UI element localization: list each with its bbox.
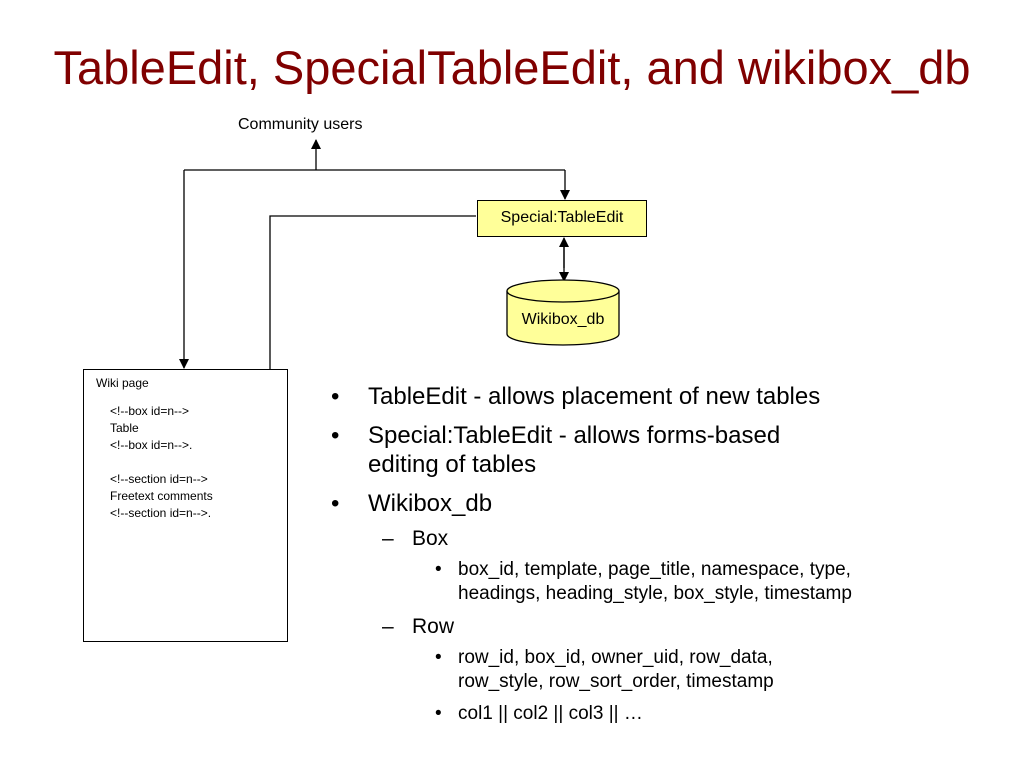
wiki-line: Freetext comments [110, 489, 213, 503]
wiki-line: <!--section id=n--> [110, 472, 208, 486]
sub-bullet-box: Box [412, 527, 449, 550]
bullet-wikibox-db: Wikibox_db [368, 490, 493, 517]
wiki-line: <!--section id=n-->. [110, 506, 212, 520]
small-bullet-marker: • [435, 559, 442, 580]
sub-bullet-row: Row [412, 615, 455, 638]
special-tableedit-box: Special:TableEdit [477, 200, 647, 237]
wiki-page-title: Wiki page [96, 376, 149, 390]
wiki-line: <!--box id=n-->. [110, 438, 193, 452]
box-fields-line-1: box_id, template, page_title, namespace,… [458, 559, 851, 580]
row-cols-line: col1 || col2 || col3 || … [458, 703, 643, 724]
wiki-page-box: Wiki page <!--box id=n--> Table <!--box … [83, 369, 288, 642]
database-cylinder-icon [506, 279, 620, 346]
row-fields-line-1: row_id, box_id, owner_uid, row_data, [458, 647, 773, 668]
special-to-table-connector [269, 215, 476, 426]
bullet-marker: • [331, 422, 340, 449]
small-bullet-marker: • [435, 647, 442, 668]
bullet-tableedit: TableEdit - allows placement of new tabl… [368, 383, 821, 410]
box-fields-line-2: headings, heading_style, box_style, time… [458, 583, 852, 604]
bullet-special-tableedit-2: editing of tables [368, 451, 537, 478]
wiki-line: Table [110, 421, 139, 435]
wiki-line [110, 454, 213, 471]
bullet-special-tableedit-1: Special:TableEdit - allows forms-based [368, 422, 781, 449]
bullet-marker: • [331, 383, 340, 410]
small-bullet-marker: • [435, 703, 442, 724]
dash-marker: – [382, 615, 394, 638]
wiki-line: <!--box id=n--> [110, 404, 190, 418]
dash-marker: – [382, 527, 394, 550]
wikibox-db-label: Wikibox_db [521, 311, 605, 328]
wiki-page-content: <!--box id=n--> Table <!--box id=n-->. <… [110, 403, 213, 522]
row-fields-line-2: row_style, row_sort_order, timestamp [458, 671, 774, 692]
community-users-label: Community users [238, 116, 363, 133]
page-title: TableEdit, SpecialTableEdit, and wikibox… [53, 41, 971, 94]
bullet-marker: • [331, 490, 340, 517]
